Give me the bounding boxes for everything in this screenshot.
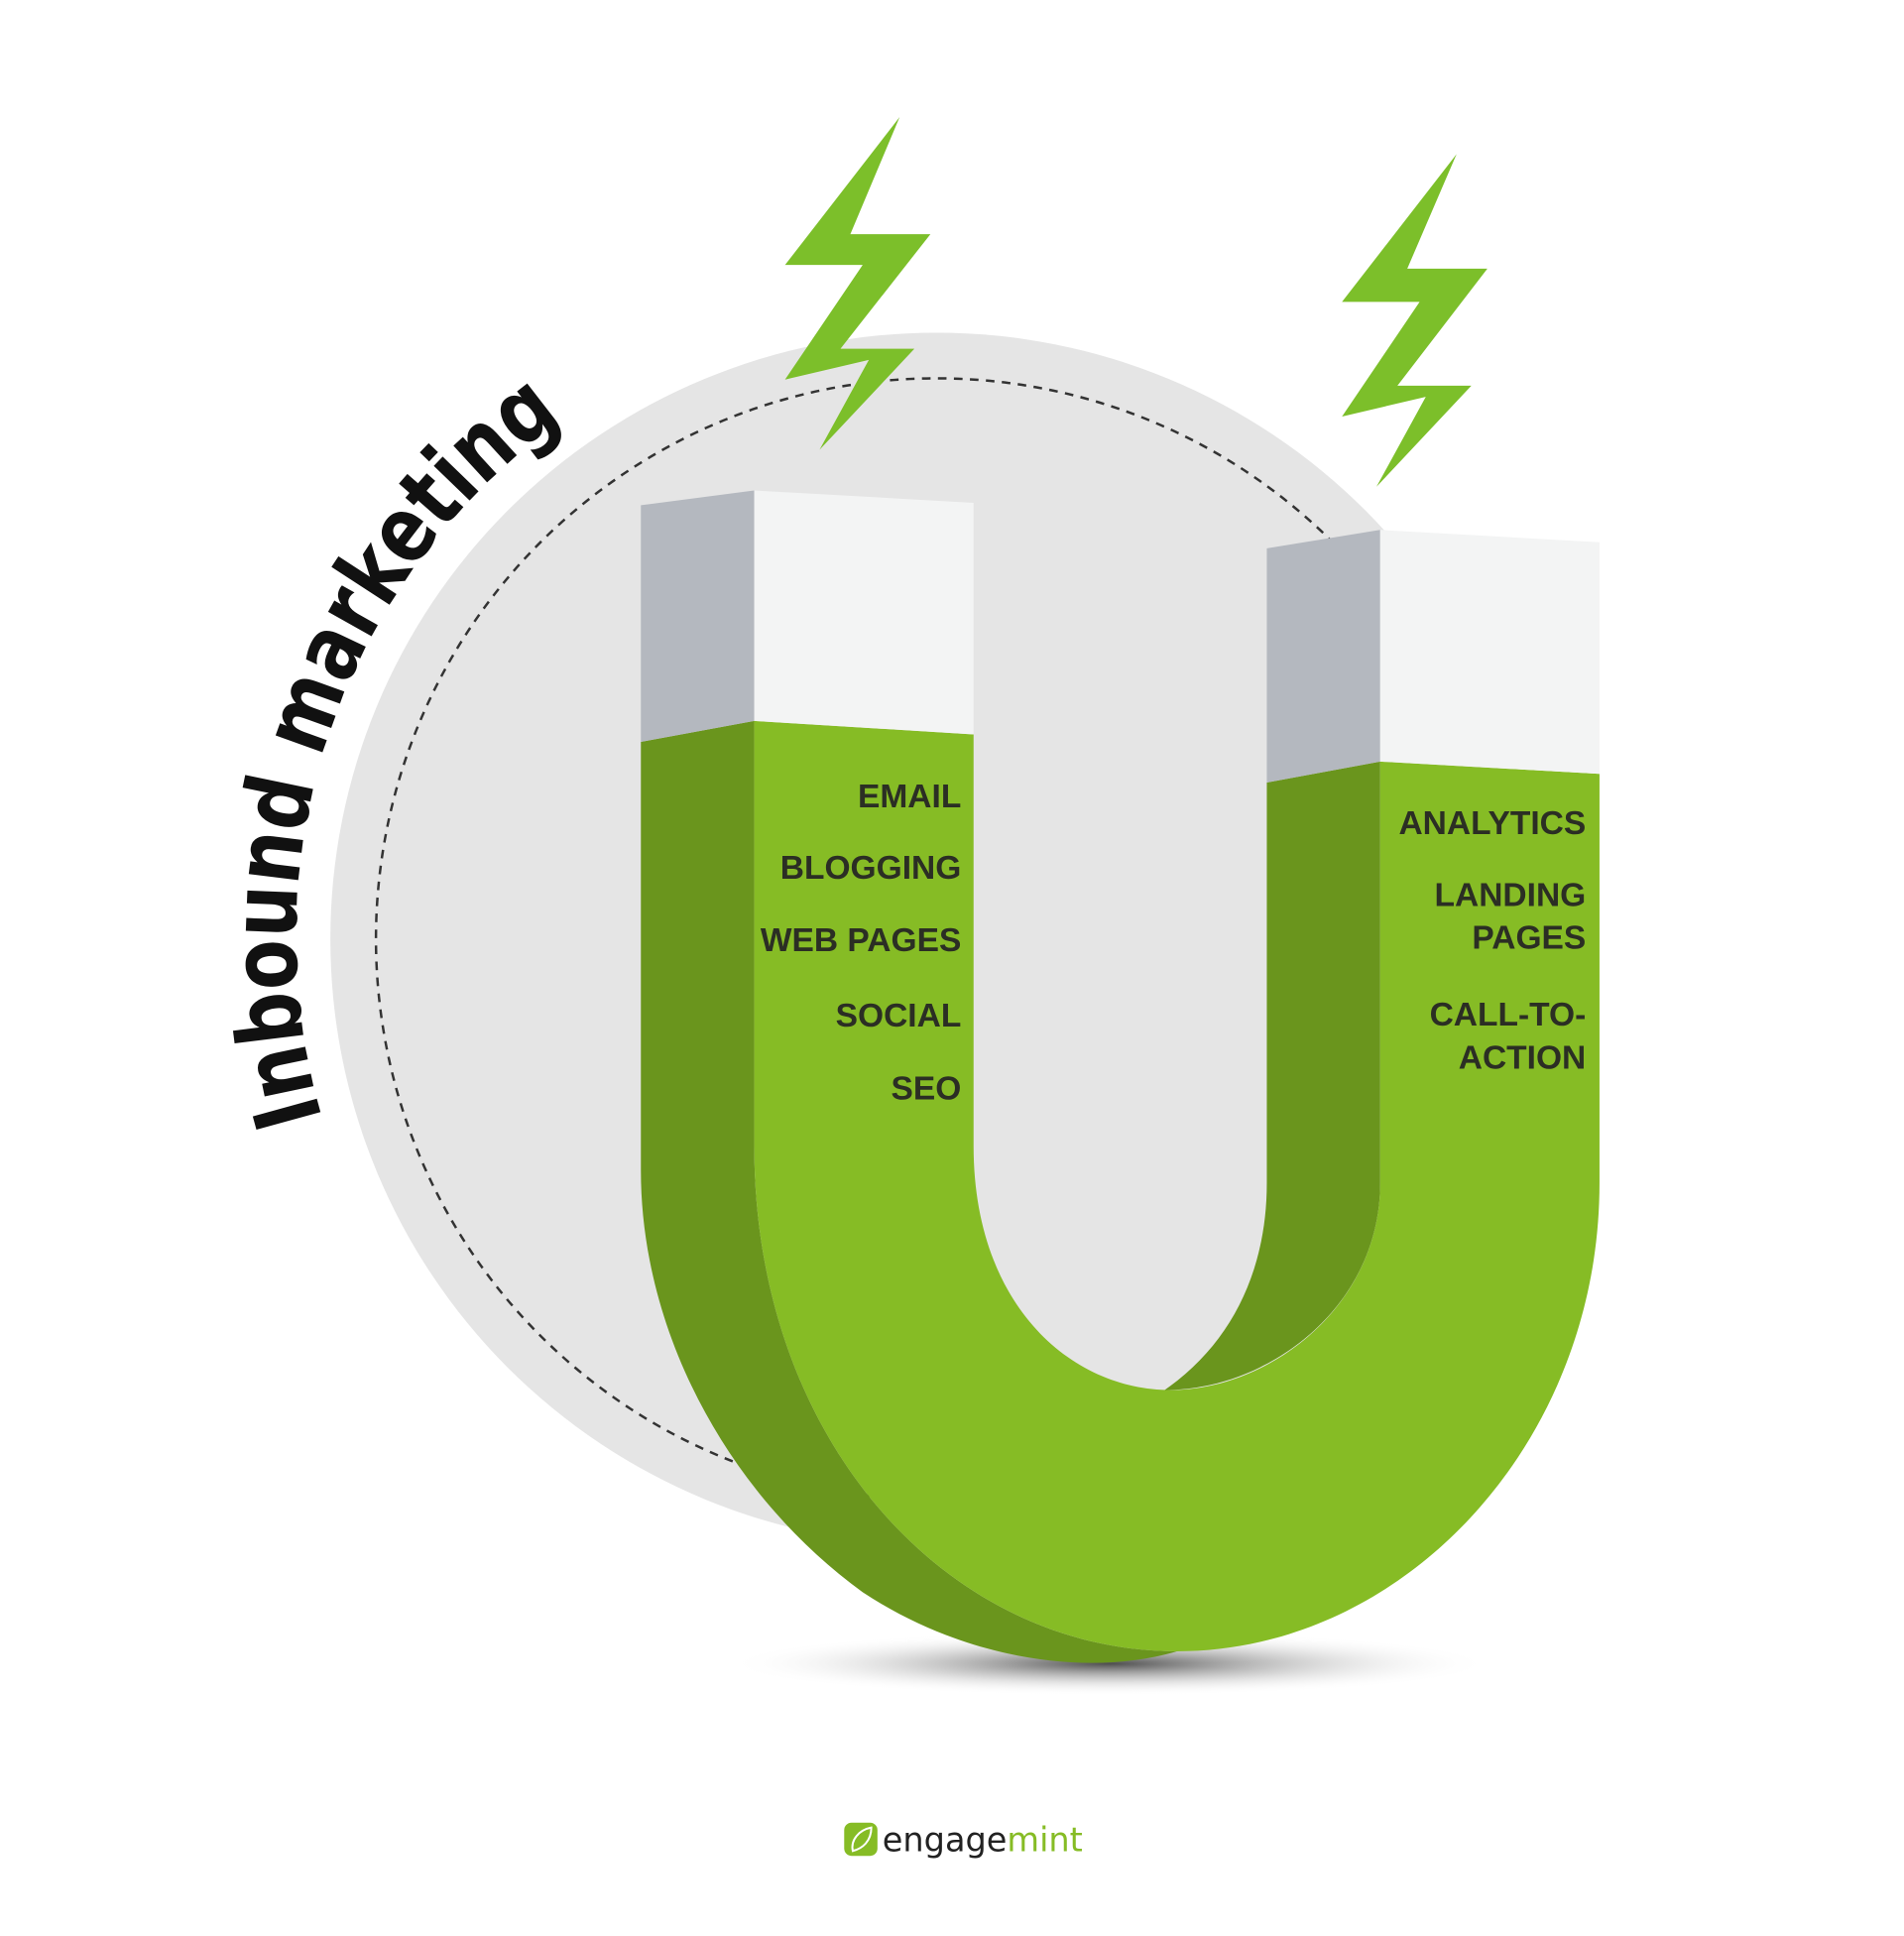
engagemint-logo: engagemint (844, 1820, 1083, 1859)
label-web-pages: WEB PAGES (761, 922, 961, 959)
magnet-right-inner-side (1164, 761, 1380, 1391)
lightning-bolt-icon (784, 117, 931, 450)
magnet (641, 490, 1600, 1663)
label-blogging: BLOGGING (780, 850, 962, 887)
magnet-front (754, 720, 1600, 1651)
left-arm-labels: EMAIL BLOGGING WEB PAGES SOCIAL SEO (761, 779, 961, 1107)
magnet-left-side (641, 720, 1177, 1663)
svg-text:engagemint: engagemint (883, 1820, 1083, 1859)
right-cap-front (1379, 530, 1600, 775)
label-analytics: ANALYTICS (1398, 805, 1586, 842)
logo-text-mint: mint (1007, 1820, 1082, 1859)
right-arm-labels: ANALYTICS LANDING PAGES CALL-TO- ACTION (1398, 805, 1586, 1076)
leaf-icon (844, 1822, 878, 1857)
label-landing: LANDING (1435, 877, 1587, 913)
label-action: ACTION (1459, 1039, 1587, 1076)
label-call-to: CALL-TO- (1430, 997, 1587, 1033)
label-email: EMAIL (858, 779, 961, 815)
logo-text-engage: engage (883, 1820, 1008, 1859)
magnet-shadow (727, 1632, 1491, 1696)
leaf-icon-vein (851, 1826, 873, 1853)
left-cap-side (641, 490, 755, 742)
lightning-bolt-icon (1342, 154, 1488, 487)
right-cap-side (1266, 530, 1380, 784)
label-social: SOCIAL (836, 998, 962, 1034)
label-pages: PAGES (1472, 920, 1586, 957)
left-cap-front (754, 490, 974, 735)
label-seo: SEO (892, 1070, 962, 1107)
